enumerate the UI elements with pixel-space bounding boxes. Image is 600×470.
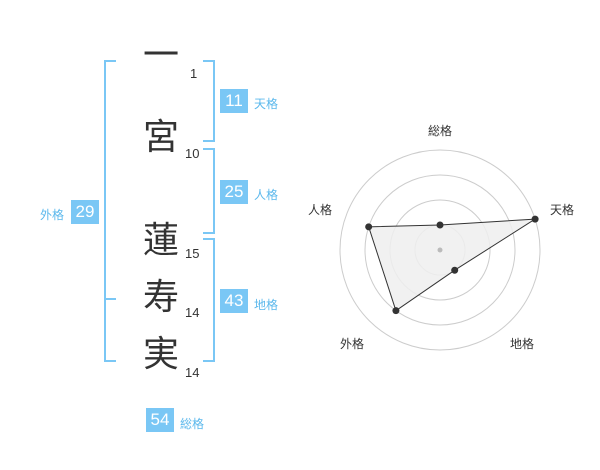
name-char-1: 一 xyxy=(143,35,180,76)
radar-point-1 xyxy=(436,221,444,229)
name-char-5: 実 xyxy=(143,334,180,375)
radar-series-area xyxy=(367,218,536,312)
tenkaku-label: 天格 xyxy=(254,97,279,111)
stroke-count-3: 15 xyxy=(185,246,200,261)
radar-axis-label-2: 天格 xyxy=(550,203,575,217)
radar-ring-3 xyxy=(364,174,516,326)
radar-center-dot xyxy=(437,247,443,253)
chikaku-bracket xyxy=(203,238,215,362)
gaikaku-value: 29 xyxy=(71,200,99,224)
chikaku-value: 43 xyxy=(220,289,248,313)
gaikaku-label: 外格 xyxy=(40,208,65,222)
radar-axis-label-5: 人格 xyxy=(308,203,333,217)
stroke-count-5: 14 xyxy=(185,365,200,380)
radar-axis-label-4: 外格 xyxy=(340,337,365,351)
radar-ring-4 xyxy=(339,149,541,351)
stroke-count-4: 14 xyxy=(185,305,200,320)
chikaku-label: 地格 xyxy=(254,298,279,312)
name-char-4: 寿 xyxy=(143,277,180,318)
radar-axis-label-3: 地格 xyxy=(510,337,535,351)
soukaku-label: 総格 xyxy=(180,417,205,431)
jinkaku-value: 25 xyxy=(220,180,248,204)
tenkaku-bracket xyxy=(203,60,215,142)
radar-point-4 xyxy=(392,307,400,315)
radar-point-2 xyxy=(531,215,539,223)
name-char-3: 蓮 xyxy=(143,220,180,261)
jinkaku-bracket xyxy=(203,148,215,234)
jinkaku-label: 人格 xyxy=(254,188,279,202)
gaikaku-bracket xyxy=(104,60,116,362)
tenkaku-value: 11 xyxy=(220,89,248,113)
radar-point-3 xyxy=(451,266,459,274)
name-char-2: 宮 xyxy=(143,117,180,158)
gaikaku-bracket-tick xyxy=(104,298,116,300)
stroke-count-1: 1 xyxy=(190,66,198,81)
radar-axis-label-1: 総格 xyxy=(428,124,453,138)
stroke-count-2: 10 xyxy=(185,146,200,161)
radar-point-5 xyxy=(365,223,373,231)
soukaku-value: 54 xyxy=(146,408,174,432)
